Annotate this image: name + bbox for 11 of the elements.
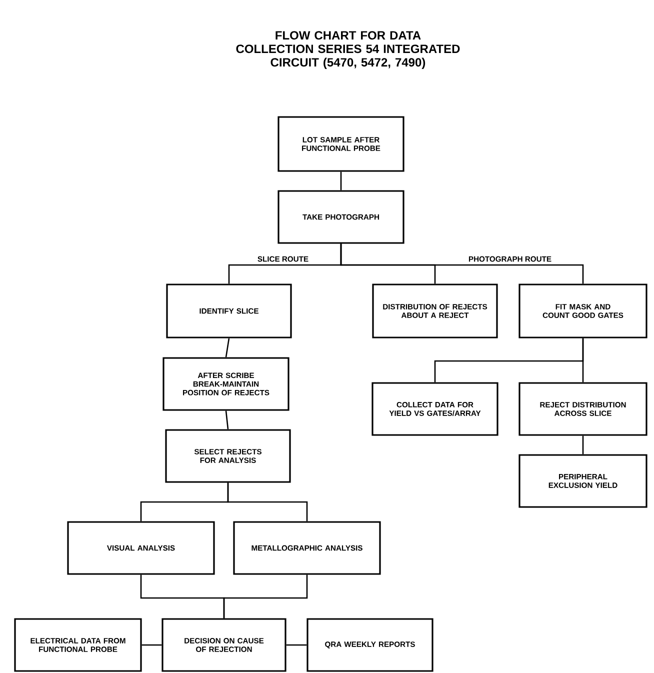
connector-line [223, 574, 308, 618]
connector-line [582, 338, 584, 382]
connector-line [142, 644, 162, 646]
title: FLOW CHART FOR DATA COLLECTION SERIES 54 INTEGRATED CIRCUIT (5470, 5472, 7490) [236, 31, 460, 69]
connector-line [582, 436, 584, 454]
connector-line [227, 482, 308, 522]
connector-line [225, 338, 230, 358]
connector-line [340, 172, 342, 190]
connector-line [225, 410, 229, 430]
connector-line [340, 244, 584, 284]
connector-line [286, 644, 307, 646]
